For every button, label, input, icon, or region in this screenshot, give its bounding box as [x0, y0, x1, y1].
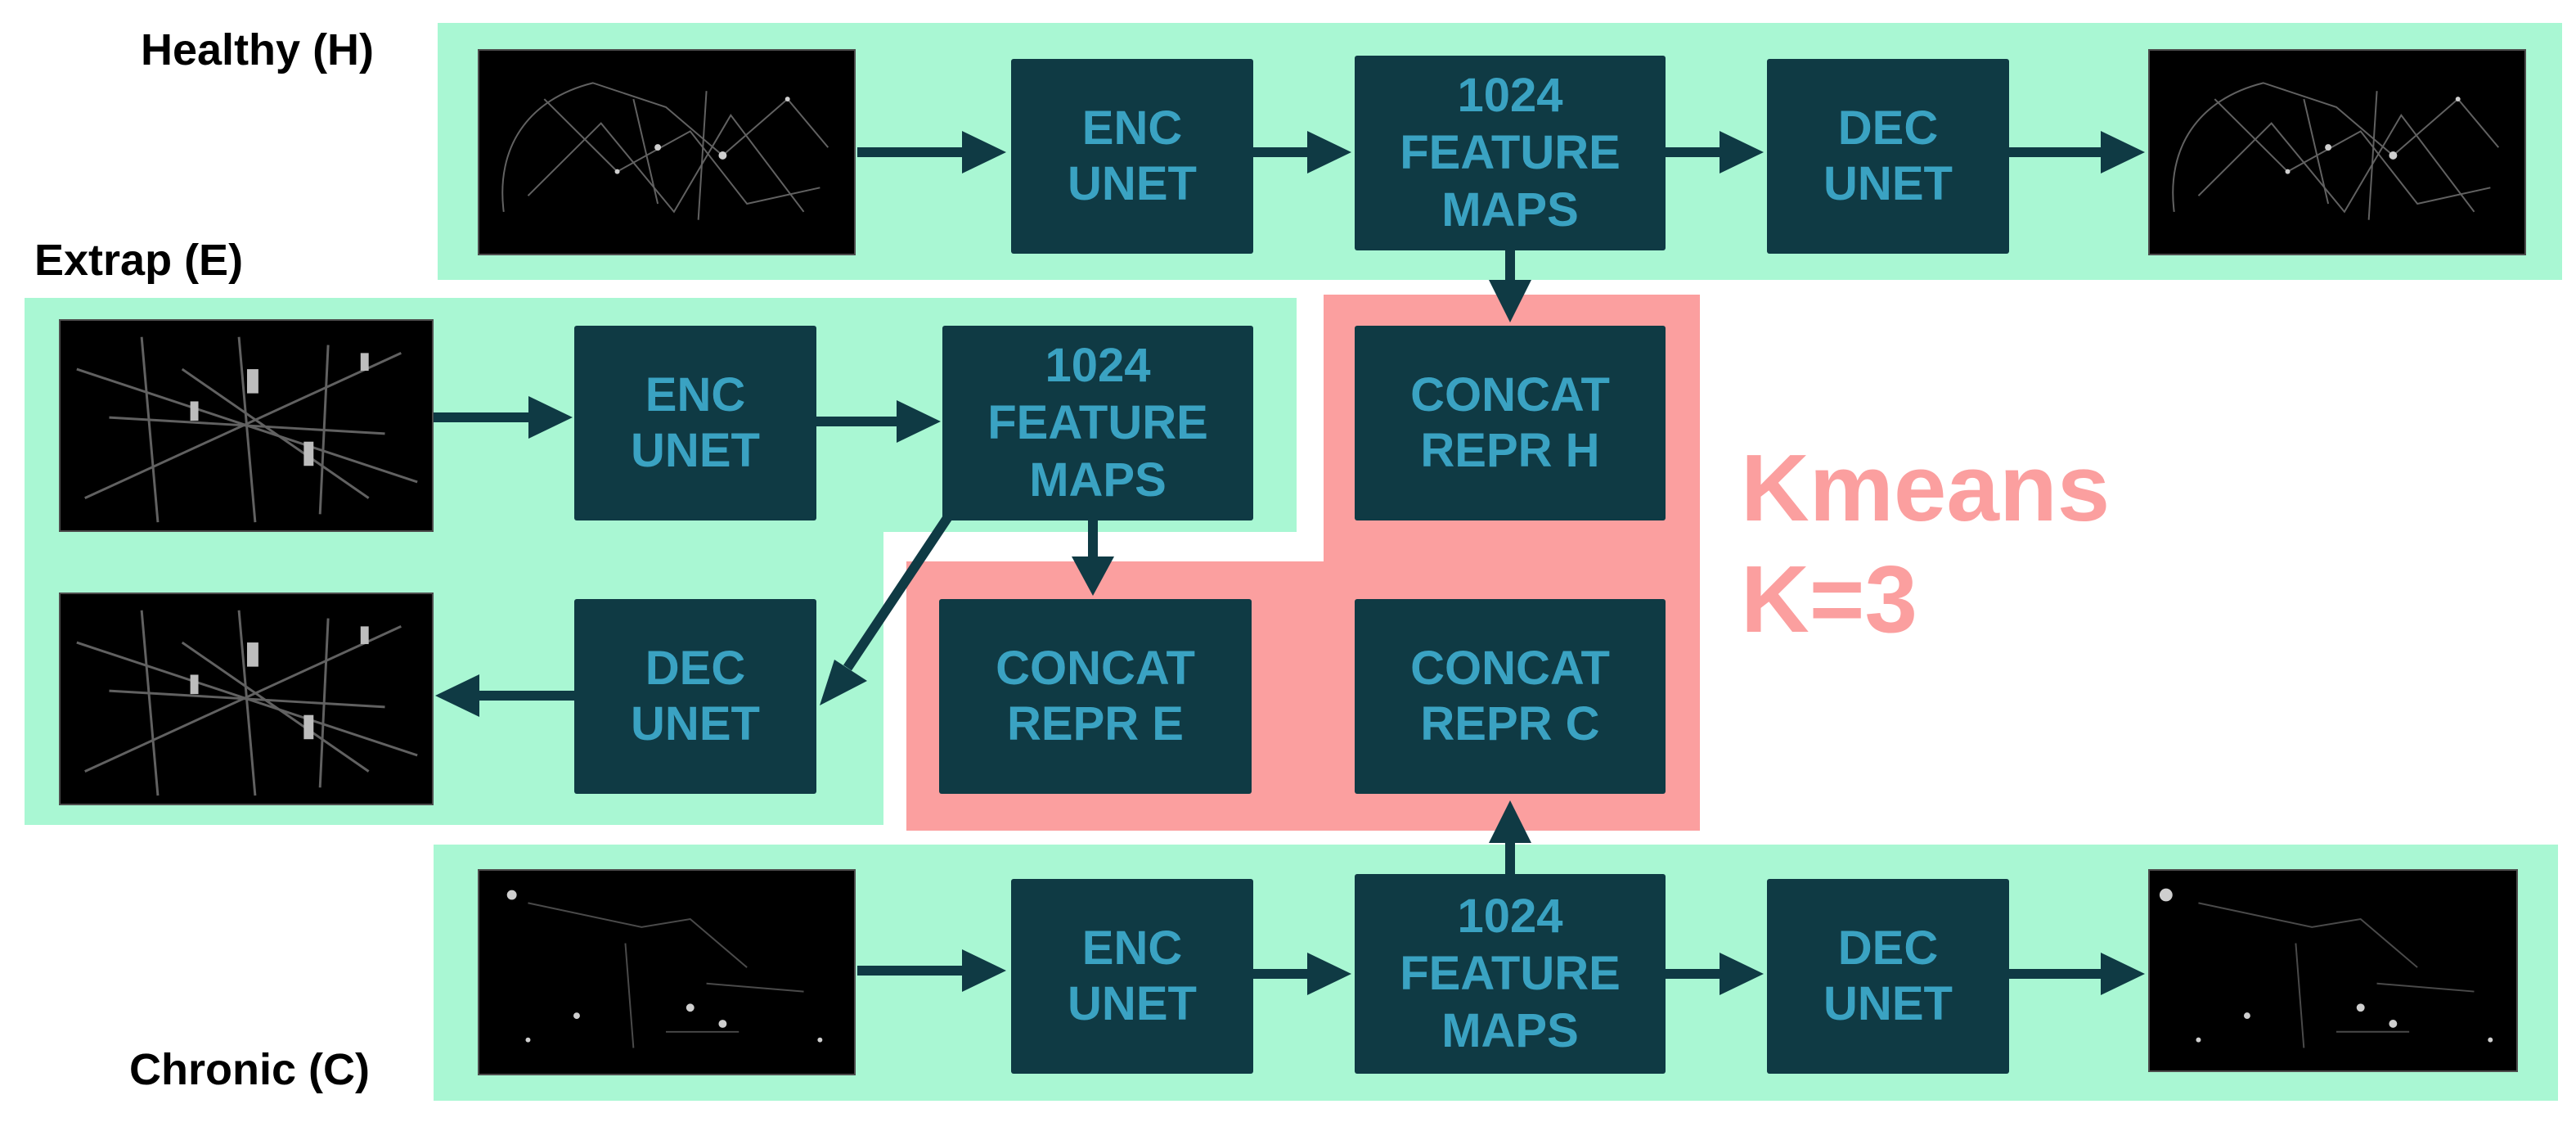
- chronic-input-image: [478, 869, 856, 1075]
- extrap-input-image: [59, 319, 434, 532]
- healthy-enc-line2: UNET: [1068, 157, 1197, 210]
- chronic-features-line2: FEATURE: [1400, 947, 1621, 1000]
- concat-h-line1: CONCAT: [1410, 368, 1610, 421]
- chronic-enc-line2: UNET: [1068, 977, 1197, 1030]
- extrap-dec-unet: DEC UNET: [574, 599, 816, 794]
- concat-h-line2: REPR H: [1420, 424, 1600, 477]
- chronic-label: Chronic (C): [129, 1045, 370, 1094]
- extrap-enc-line2: UNET: [631, 424, 760, 477]
- concat-repr-c: CONCAT REPR C: [1355, 599, 1666, 794]
- chronic-dec-line2: UNET: [1823, 977, 1953, 1030]
- concat-c-line2: REPR C: [1420, 697, 1600, 750]
- healthy-dec-line2: UNET: [1823, 157, 1953, 210]
- healthy-features-line3: MAPS: [1441, 183, 1579, 237]
- healthy-input-image: [478, 49, 856, 255]
- extrap-dec-line1: DEC: [645, 642, 746, 695]
- extrap-enc-line1: ENC: [645, 368, 746, 421]
- healthy-features-line2: FEATURE: [1400, 126, 1621, 179]
- concat-c-line1: CONCAT: [1410, 642, 1610, 695]
- extrap-feature-maps: 1024 FEATURE MAPS: [942, 326, 1253, 520]
- kmeans-title: Kmeans K=3: [1741, 432, 2110, 655]
- extrap-output-image: [59, 593, 434, 805]
- concat-e-line2: REPR E: [1007, 697, 1184, 750]
- chronic-features-line1: 1024: [1457, 890, 1563, 943]
- healthy-enc-unet: ENC UNET: [1011, 59, 1253, 254]
- extrap-features-line2: FEATURE: [987, 396, 1208, 449]
- kmeans-k-value: K=3: [1741, 546, 1918, 652]
- chronic-feature-maps: 1024 FEATURE MAPS: [1355, 874, 1666, 1074]
- extrap-dec-line2: UNET: [631, 697, 760, 750]
- extrap-features-line3: MAPS: [1029, 453, 1167, 507]
- chronic-dec-line1: DEC: [1837, 921, 1939, 975]
- kmeans-label: Kmeans: [1741, 435, 2111, 541]
- chronic-dec-unet: DEC UNET: [1767, 879, 2009, 1074]
- healthy-features-line1: 1024: [1457, 69, 1563, 122]
- extrap-features-line1: 1024: [1045, 339, 1151, 392]
- chronic-enc-line1: ENC: [1081, 921, 1183, 975]
- concat-repr-h: CONCAT REPR H: [1355, 326, 1666, 520]
- healthy-feature-maps: 1024 FEATURE MAPS: [1355, 56, 1666, 250]
- healthy-label: Healthy (H): [141, 25, 375, 74]
- extrap-enc-unet: ENC UNET: [574, 326, 816, 520]
- healthy-dec-unet: DEC UNET: [1767, 59, 2009, 254]
- chronic-enc-unet: ENC UNET: [1011, 879, 1253, 1074]
- healthy-enc-line1: ENC: [1081, 101, 1183, 155]
- chronic-features-line3: MAPS: [1441, 1004, 1579, 1057]
- extrap-label: Extrap (E): [34, 236, 244, 285]
- concat-e-line1: CONCAT: [996, 642, 1195, 695]
- chronic-output-image: [2148, 869, 2518, 1072]
- healthy-dec-line1: DEC: [1837, 101, 1939, 155]
- healthy-output-image: [2148, 49, 2526, 255]
- concat-repr-e: CONCAT REPR E: [939, 599, 1252, 794]
